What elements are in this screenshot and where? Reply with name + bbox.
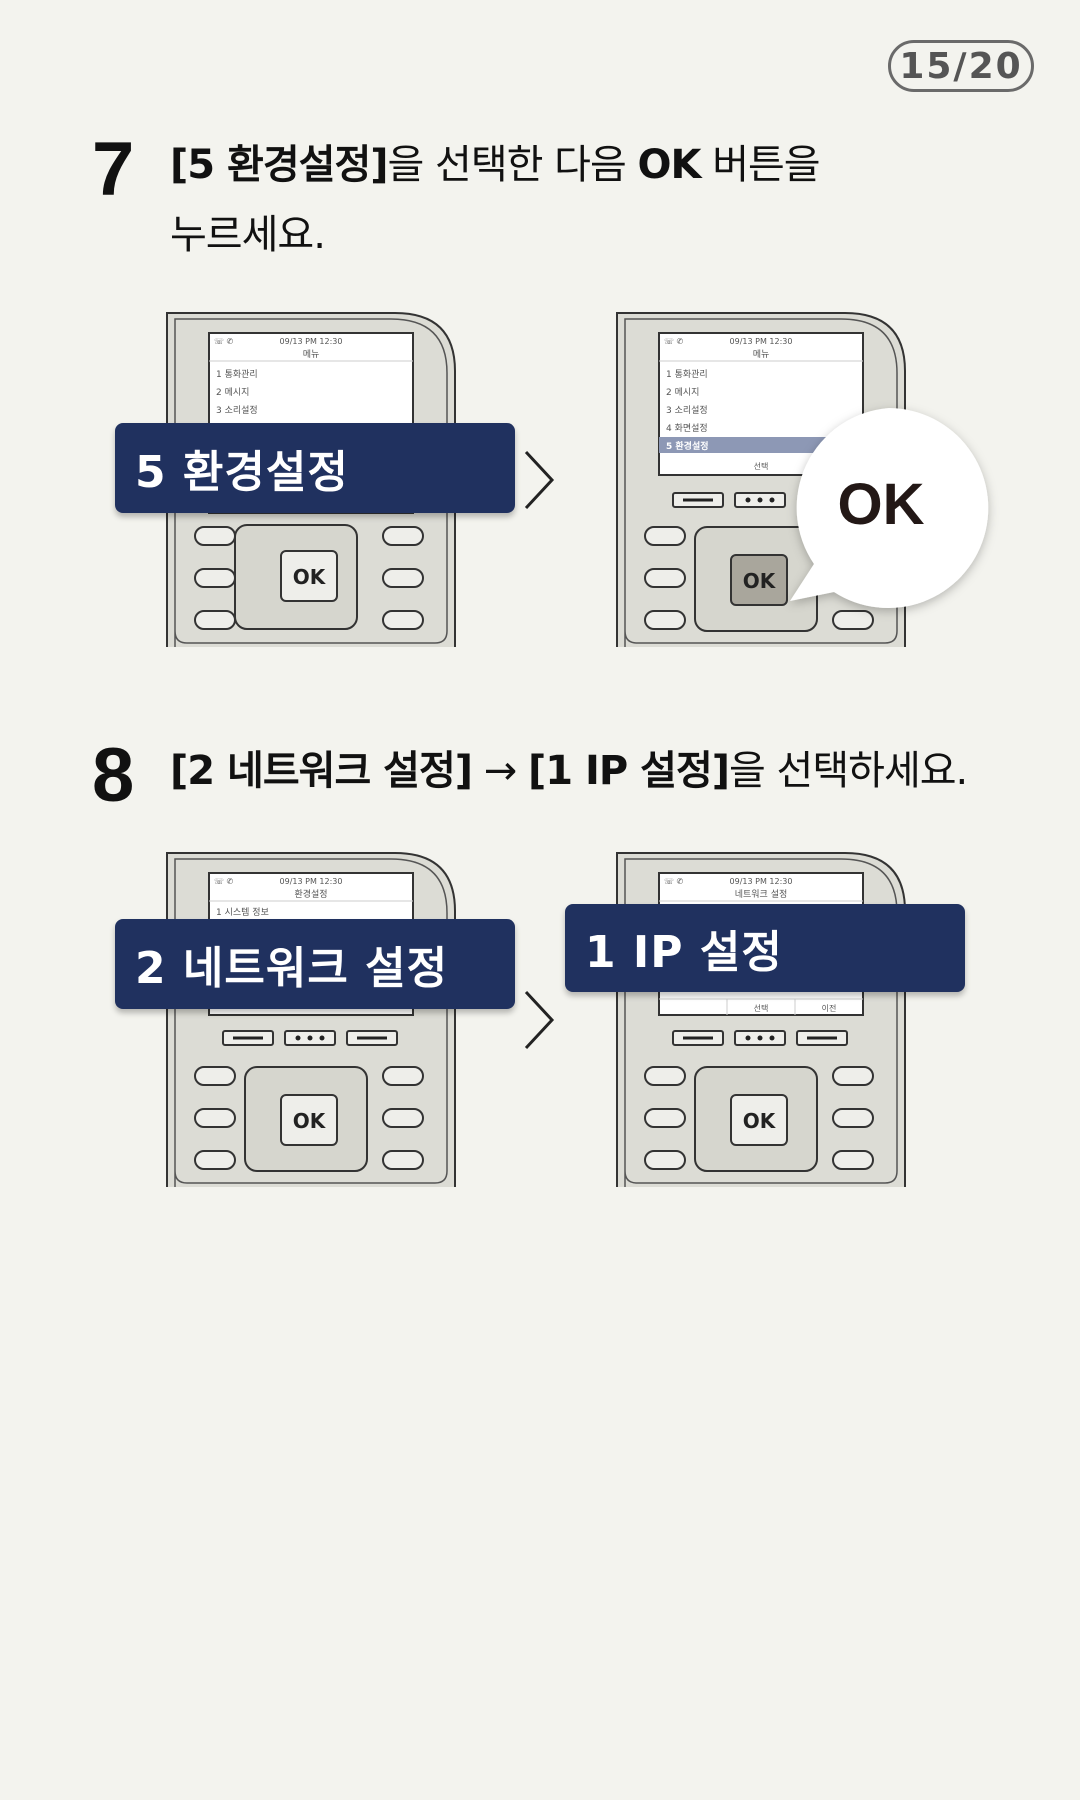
screen-title: 메뉴 xyxy=(753,349,770,360)
softkey-label-select: 선택 xyxy=(754,1003,769,1013)
phone-illustration-8b: ☏ ✆ 09/13 PM 12:30 네트워크 설정 선택 이전 OK xyxy=(615,851,907,1189)
softkey-label-select: 선택 xyxy=(754,461,769,471)
step-7-line-1: [5 환경설정]을 선택한 다음 OK 버튼을 xyxy=(170,130,821,200)
svg-text:☏ ✆: ☏ ✆ xyxy=(214,877,234,886)
menu-item: 1 통화관리 xyxy=(216,369,258,380)
menu-item: 1 통화관리 xyxy=(666,369,708,380)
menu-item: 3 소리설정 xyxy=(666,405,708,416)
step-number-7: 7 xyxy=(92,127,135,212)
step-7-instruction: [5 환경설정]을 선택한 다음 OK 버튼을 누르세요. xyxy=(170,130,821,270)
softkey-label-back: 이전 xyxy=(822,1003,837,1013)
step-7-menu-ref: [5 환경설정] xyxy=(170,142,389,188)
phone-illustration-8a: ☏ ✆ 09/13 PM 12:30 환경설정 1 시스템 정보 OK xyxy=(165,851,457,1189)
step-8-text: 을 선택하세요. xyxy=(729,748,968,794)
screen-datetime: 09/13 PM 12:30 xyxy=(280,337,343,346)
screen-datetime: 09/13 PM 12:30 xyxy=(280,877,343,886)
step-7-text-a: 을 선택한 다음 xyxy=(387,142,638,188)
step-7-text-b: 버튼을 xyxy=(700,142,820,188)
screen-title: 환경설정 xyxy=(294,888,327,900)
svg-text:☏ ✆: ☏ ✆ xyxy=(664,877,684,886)
chevron-right-icon xyxy=(524,990,555,1050)
screen-title: 네트워크 설정 xyxy=(735,889,788,900)
highlight-label-ip-settings: 1 IP 설정 xyxy=(565,904,965,992)
menu-item: 4 화면설정 xyxy=(666,423,708,434)
step-8-arrow: → xyxy=(472,748,528,794)
ok-key-label: OK xyxy=(293,565,327,589)
step-8-menu-ref-2: [1 IP 설정] xyxy=(528,748,730,794)
ok-callout-label: OK xyxy=(837,471,925,537)
ok-key-label: OK xyxy=(743,569,777,593)
page-indicator: 15/20 xyxy=(888,40,1034,92)
ok-callout-bubble xyxy=(790,408,989,608)
step-7-line-2: 누르세요. xyxy=(170,212,326,258)
svg-text:☏ ✆: ☏ ✆ xyxy=(664,337,684,346)
screen-datetime: 09/13 PM 12:30 xyxy=(730,877,793,886)
highlight-label-network-settings: 2 네트워크 설정 xyxy=(115,919,515,1009)
menu-item: 2 메시지 xyxy=(216,387,249,398)
screen-datetime: 09/13 PM 12:30 xyxy=(730,337,793,346)
menu-item-selected: 5 환경설정 xyxy=(666,440,709,452)
step-number-8: 8 xyxy=(92,733,135,818)
svg-text:☏ ✆: ☏ ✆ xyxy=(214,337,234,346)
step-8-menu-ref-1: [2 네트워크 설정] xyxy=(170,748,473,794)
ok-key-label: OK xyxy=(743,1109,777,1133)
step-8-line-1: [2 네트워크 설정] → [1 IP 설정]을 선택하세요. xyxy=(170,736,968,806)
menu-item: 1 시스템 정보 xyxy=(216,906,269,918)
step-8-instruction: [2 네트워크 설정] → [1 IP 설정]을 선택하세요. xyxy=(170,736,968,806)
screen-title: 메뉴 xyxy=(303,349,320,360)
menu-item: 3 소리설정 xyxy=(216,405,258,416)
ok-key-label: OK xyxy=(293,1109,327,1133)
menu-item: 2 메시지 xyxy=(666,387,699,398)
chevron-right-icon xyxy=(524,450,555,510)
highlight-label-environment-settings: 5 환경설정 xyxy=(115,423,515,513)
step-7-ok-ref: OK xyxy=(637,142,701,188)
